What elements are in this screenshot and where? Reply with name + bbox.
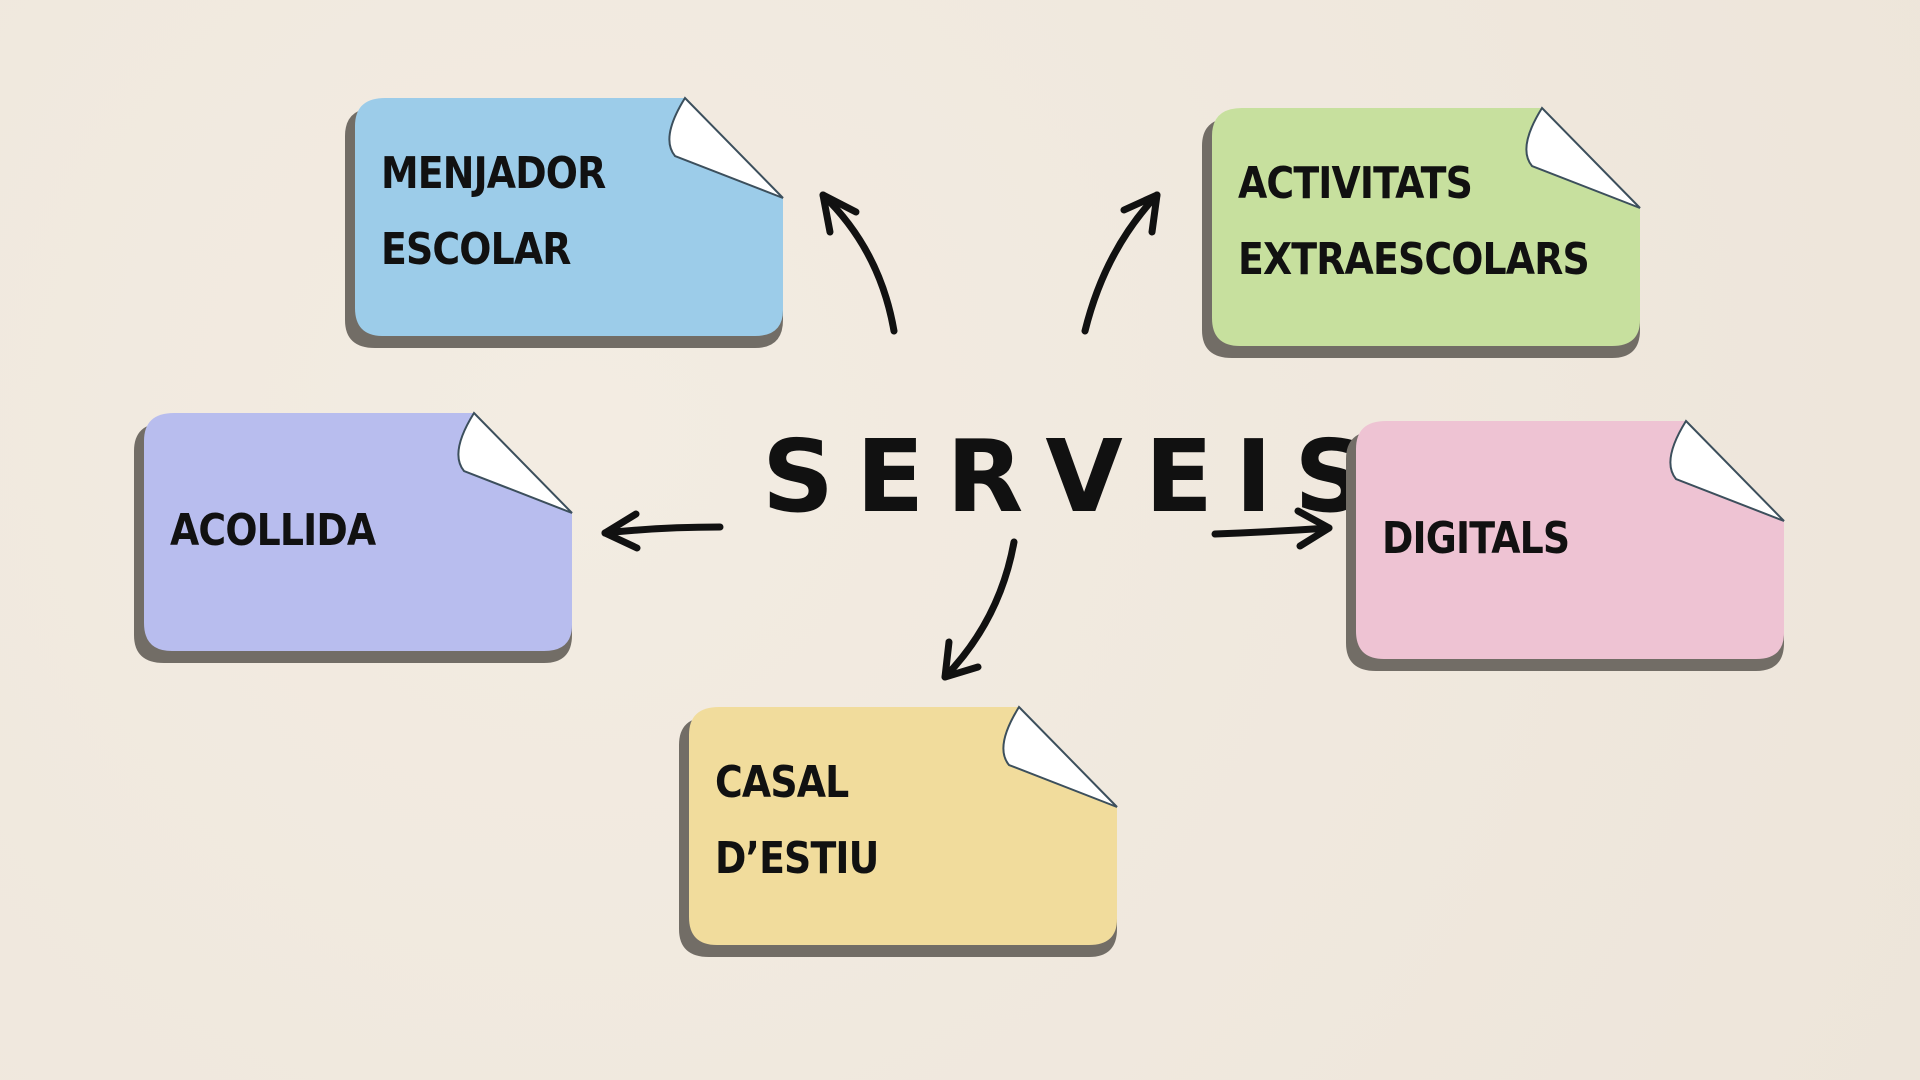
arrow-to-activitats	[1081, 191, 1161, 335]
sticky-note-shape	[1346, 419, 1785, 671]
sticky-note-shape	[1202, 106, 1641, 358]
arrow-to-menjador	[819, 191, 898, 335]
note-digitals[interactable]: DIGITALS	[1346, 419, 1785, 671]
note-label: ACOLLIDA	[170, 505, 376, 556]
arrow-to-casal	[941, 538, 1018, 681]
sticky-note-shape	[345, 96, 784, 348]
arrow-to-acollida	[601, 510, 724, 552]
note-acollida[interactable]: ACOLLIDA	[134, 411, 573, 663]
sticky-note-shape	[134, 411, 573, 663]
note-label: DIGITALS	[1382, 513, 1570, 564]
sticky-note-shape	[679, 705, 1118, 957]
arrow-to-digitals	[1211, 507, 1333, 550]
diagram-title: SERVEIS	[762, 418, 1389, 535]
